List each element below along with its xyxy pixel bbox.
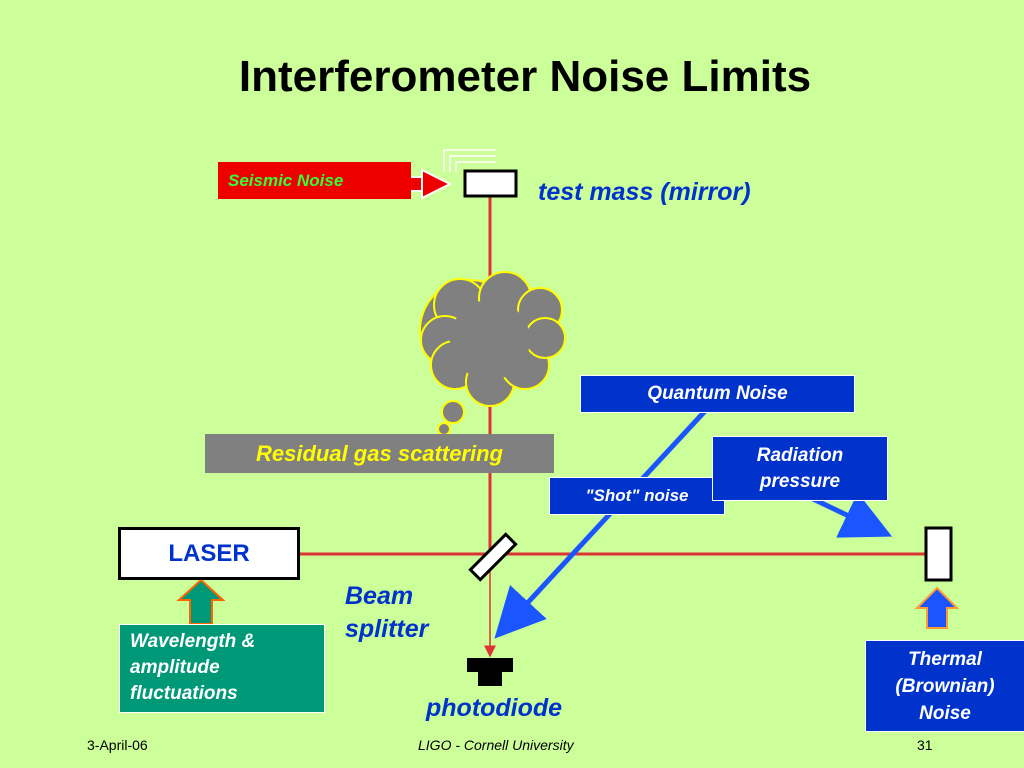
wavelength-fluctuations-label: Wavelength & amplitude fluctuations — [130, 631, 256, 704]
quantum-noise-box: Quantum Noise — [580, 375, 855, 413]
residual-gas-box: Residual gas scattering — [205, 434, 554, 473]
beam-splitter-mirror — [468, 532, 518, 582]
wavelength-fluctuations-box: Wavelength & amplitude fluctuations — [119, 624, 325, 713]
thermal-noise-box: Thermal (Brownian) Noise — [865, 640, 1024, 732]
laser-label: LASER — [168, 539, 250, 567]
photodiode-icon — [467, 658, 513, 686]
slide-title: Interferometer Noise Limits — [238, 52, 812, 101]
laser-box: LASER — [118, 527, 300, 580]
beam-splitter-label: Beam splitter — [345, 582, 429, 643]
end-mirror — [924, 526, 953, 582]
quantum-noise-label: Quantum Noise — [647, 383, 788, 404]
shot-noise-arrow — [494, 408, 708, 639]
thermal-noise-label: Thermal (Brownian) Noise — [895, 648, 995, 724]
radiation-pressure-label: Radiation pressure — [756, 444, 844, 492]
footer-center: LIGO - Cornell University — [418, 737, 574, 753]
laser-fluctuation-arrow — [176, 578, 226, 625]
seismic-noise-box: Seismic Noise — [218, 162, 411, 199]
photodiode-label: photodiode — [426, 694, 563, 722]
test-mass-label: test mass (mirror) — [538, 178, 751, 206]
test-mass-mirror — [463, 169, 518, 198]
residual-gas-label: Residual gas scattering — [256, 440, 503, 466]
gas-cloud — [419, 271, 566, 436]
footer-date: 3-April-06 — [87, 737, 148, 753]
seismic-noise-label: Seismic Noise — [228, 170, 344, 190]
seismic-wave-icon — [443, 149, 496, 172]
radiation-pressure-box: Radiation pressure — [712, 436, 888, 501]
footer-page-number: 31 — [917, 737, 933, 753]
thermal-noise-arrow — [914, 586, 960, 629]
shot-noise-label: "Shot" noise — [585, 486, 689, 505]
shot-noise-box: "Shot" noise — [549, 477, 725, 515]
